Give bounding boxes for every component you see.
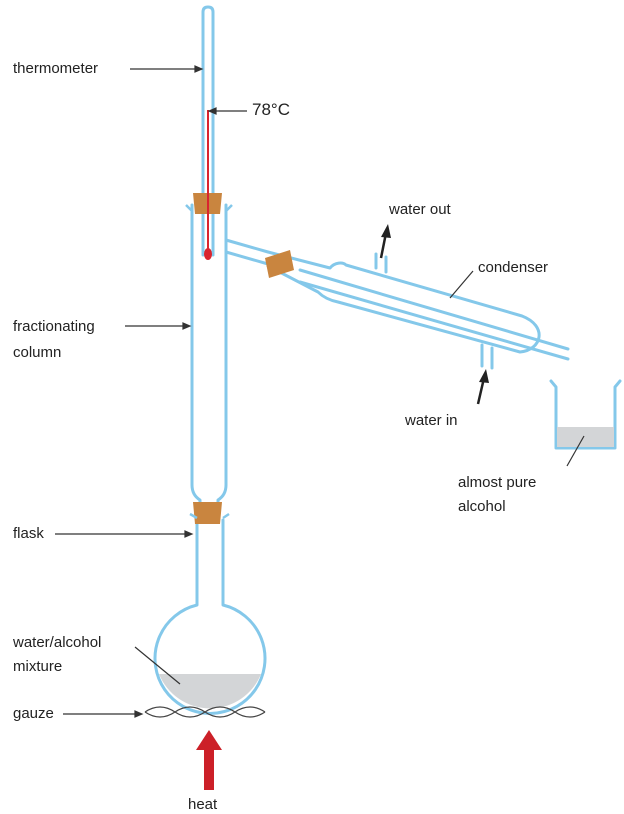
leader-product [566,435,585,467]
water-out-port [374,252,388,274]
label-fractionating-line1: fractionating [13,318,95,335]
label-condenser: condenser [478,259,549,276]
flask-cork [193,502,222,524]
condenser-cork [265,250,294,278]
flask-liquid [159,674,261,709]
condenser-inner-tube [298,268,570,361]
label-heat: heat [188,796,218,813]
label-mixture-line1: water/alcohol [13,634,102,651]
thermometer-glass [201,5,215,257]
condenser-jacket [266,250,541,354]
cork-glass-lip-left [185,204,233,520]
leader-mixture [134,646,181,685]
label-water-out: water out [389,201,451,218]
water-in-arrow-head [479,369,489,383]
label-fractionating-line2: column [13,344,62,361]
label-product-line1: almost pure [458,474,537,491]
label-product-line2: alcohol [458,498,506,515]
leader-condenser [449,270,474,299]
water-out-arrow-head [381,224,391,238]
flask-glass [153,518,267,715]
water-in-port [480,343,494,370]
label-flask: flask [13,525,44,542]
label-mixture-line2: mixture [13,658,63,675]
label-water-in: water in [405,412,458,429]
gauze [144,706,266,718]
fractionating-column-glass [190,203,228,522]
label-temperature: 78°C [252,100,290,119]
beaker-glass [549,379,622,450]
heat-arrow [196,730,222,790]
beaker-liquid [557,427,614,447]
side-arm-glass [224,238,270,266]
label-gauze: gauze [13,705,54,722]
label-thermometer: thermometer [13,60,99,77]
thermometer-bulb [204,248,212,260]
